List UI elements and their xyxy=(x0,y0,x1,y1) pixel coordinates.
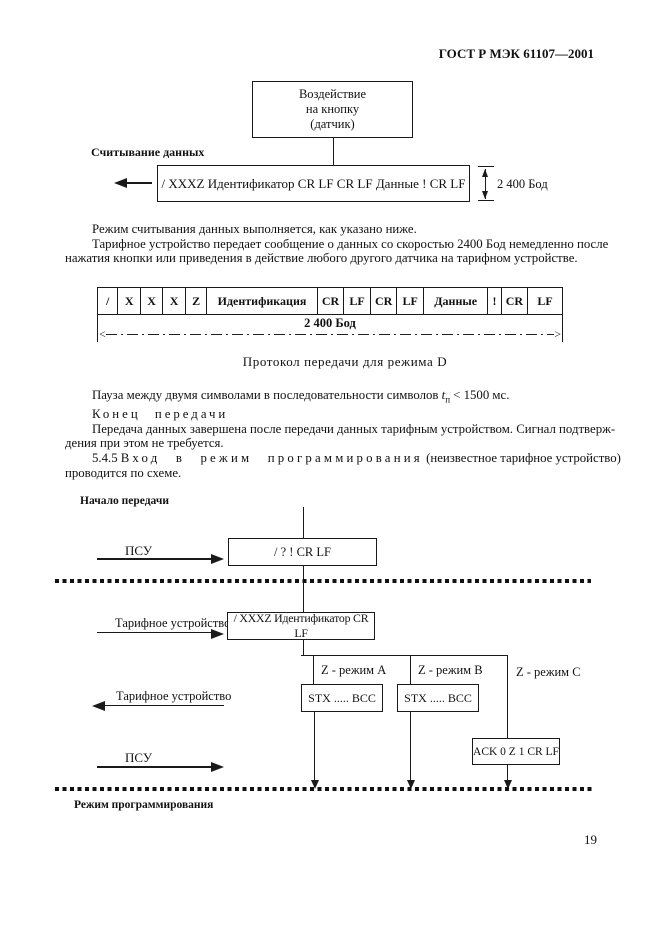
page-number: 19 xyxy=(584,832,597,847)
trigger-box-line2: на кнопку xyxy=(305,102,360,116)
paragraph-end-line2: дения при этом не требуется. xyxy=(65,436,224,451)
tariff-arrow-line-2 xyxy=(104,705,224,707)
branch-c-line xyxy=(507,655,509,738)
paragraph-tariff-line1: Тарифное устройство передает сообщение о… xyxy=(92,236,609,251)
frame-cell-x2: X xyxy=(141,288,164,314)
paragraphs-mid: Пауза между двумя символами в последоват… xyxy=(65,388,621,480)
stx-bcc-box-a: STX ..... BCC xyxy=(301,684,383,712)
paragraph-tariff-line2: нажатия кнопки или приведения в действие… xyxy=(65,251,578,266)
frame-cell-z: Z xyxy=(186,288,208,314)
tariff-arrow-line-1 xyxy=(97,632,214,634)
tariff-device-label-2: Тарифное устройство xyxy=(116,689,232,703)
frame-baud-dimension-line xyxy=(106,334,554,335)
branch-c-arrow-down-icon xyxy=(504,780,512,789)
frame-cell-cr1: CR xyxy=(318,288,345,314)
clause-545: 5.4.5 Вход в режим программирования (неи… xyxy=(65,450,621,466)
branch-c-drop-line xyxy=(507,765,509,782)
psu-label-1: ПСУ xyxy=(125,543,153,558)
dim-cap-bottom xyxy=(478,200,494,202)
frame-cell-data: Данные xyxy=(424,288,489,314)
dim-arrow-down-icon xyxy=(482,191,488,199)
psu-label-2: ПСУ xyxy=(125,750,153,765)
frame-table-baud-row: 2 400 Бод < > xyxy=(97,315,563,342)
tariff-device-label-1: Тарифное устройство xyxy=(115,616,231,630)
page-header: ГОСТ Р МЭК 61107—2001 xyxy=(438,46,594,61)
dim-line xyxy=(485,169,487,199)
psu-arrow-line-2 xyxy=(97,766,215,768)
frame-baud-label: 2 400 Бод xyxy=(304,316,356,330)
paragraphs-top: Режим считывания данных выполняется, как… xyxy=(65,222,609,266)
pause-subscript: п xyxy=(445,394,451,405)
frame-cell-x1: X xyxy=(118,288,141,314)
programming-mode-label: Режим программирования xyxy=(74,799,214,811)
pause-suffix: < 1500 мс. xyxy=(450,388,510,402)
branch-a-arrow-down-icon xyxy=(311,780,319,789)
frame-cell-lf3: LF xyxy=(537,293,553,308)
readout-message-box: / XXXZ Идентификатор CR LF CR LF Данные … xyxy=(157,165,470,202)
frame-cell-ident: Идентификация xyxy=(207,288,318,314)
frame-cell-lf1: LF xyxy=(344,288,371,314)
ack-message-box: ACK 0 Z 1 CR LF xyxy=(472,738,560,765)
branch-b-arrow-down-icon xyxy=(407,780,415,789)
flow-line-top xyxy=(303,507,305,538)
request-message-box: / ? ! CR LF xyxy=(228,538,377,566)
trigger-connector-line xyxy=(333,138,335,165)
branch-a-line xyxy=(313,655,315,684)
readout-arrow-left-icon xyxy=(114,178,127,188)
frame-cell-cr3: CR xyxy=(502,288,529,314)
paragraph-pause: Пауза между двумя символами в последоват… xyxy=(65,388,599,407)
flow-line-mid xyxy=(303,566,305,612)
paragraph-end-line1: Передача данных завершена после передачи… xyxy=(92,421,616,436)
dim-arrow-up-icon xyxy=(482,169,488,177)
clause-spaced-title: Вход в режим программирования xyxy=(120,450,423,465)
frame-cell-cr2: CR xyxy=(371,288,398,314)
clause-number: 5.4.5 xyxy=(92,450,118,465)
ident-message-box: / XXXZ Идентификатор CR LF xyxy=(227,611,375,640)
branch-b-drop-line xyxy=(410,712,412,782)
readout-baud-label: 2 400 Бод xyxy=(497,177,548,191)
pause-variable: t xyxy=(441,388,446,402)
frame-dim-arrow-left-icon: < xyxy=(99,327,106,341)
trigger-box-line1: Воздействие xyxy=(298,87,367,101)
frame-table-caption: Протокол передачи для режима D xyxy=(242,354,448,369)
branch-a-drop-line xyxy=(314,712,316,782)
flow-line-below-ident xyxy=(303,640,305,656)
branch-b-line xyxy=(410,655,412,684)
mode-b-label: Z - режим B xyxy=(418,663,483,677)
pause-prefix: Пауза между двумя символами в последоват… xyxy=(92,388,442,402)
readout-arrow-line xyxy=(126,182,152,184)
mode-a-label: Z - режим A xyxy=(321,663,387,677)
frame-cell-start: / xyxy=(98,288,119,314)
paragraph-readout-intro: Режим считывания данных выполняется, как… xyxy=(92,222,417,236)
clause-rest: (неизвестное тарифное устройство) xyxy=(426,450,621,465)
mode-c-label: Z - режим C xyxy=(516,665,581,679)
branch-horizontal-line xyxy=(301,655,508,657)
psu-arrow-line-1 xyxy=(97,558,215,560)
dim-cap-top xyxy=(478,166,494,168)
start-of-transfer-label: Начало передачи xyxy=(80,495,169,507)
readout-label: Считывание данных xyxy=(91,145,205,159)
separator-dotted-line-1 xyxy=(55,579,591,583)
tariff-arrow-right-icon-1 xyxy=(211,629,224,639)
frame-table: / X X X Z Идентификация CR LF CR LF Данн… xyxy=(97,287,563,315)
psu-arrow-right-icon-1 xyxy=(211,554,224,564)
end-of-transfer-heading: Конец передачи xyxy=(92,407,229,422)
stx-bcc-box-b: STX ..... BCC xyxy=(397,684,479,712)
trigger-box-line3: (датчик) xyxy=(310,117,355,131)
frame-cell-excl: ! xyxy=(488,288,502,314)
separator-dotted-line-2 xyxy=(55,787,593,791)
clause-545-line2: проводится по схеме. xyxy=(65,465,182,480)
frame-cell-x3: X xyxy=(163,288,186,314)
psu-arrow-right-icon-2 xyxy=(211,762,224,772)
frame-dim-arrow-right-icon: > xyxy=(554,327,561,341)
trigger-box: Воздействие на кнопку (датчик) xyxy=(252,81,413,138)
tariff-arrow-left-icon-2 xyxy=(92,701,105,711)
frame-cell-lf2: LF xyxy=(397,288,424,314)
